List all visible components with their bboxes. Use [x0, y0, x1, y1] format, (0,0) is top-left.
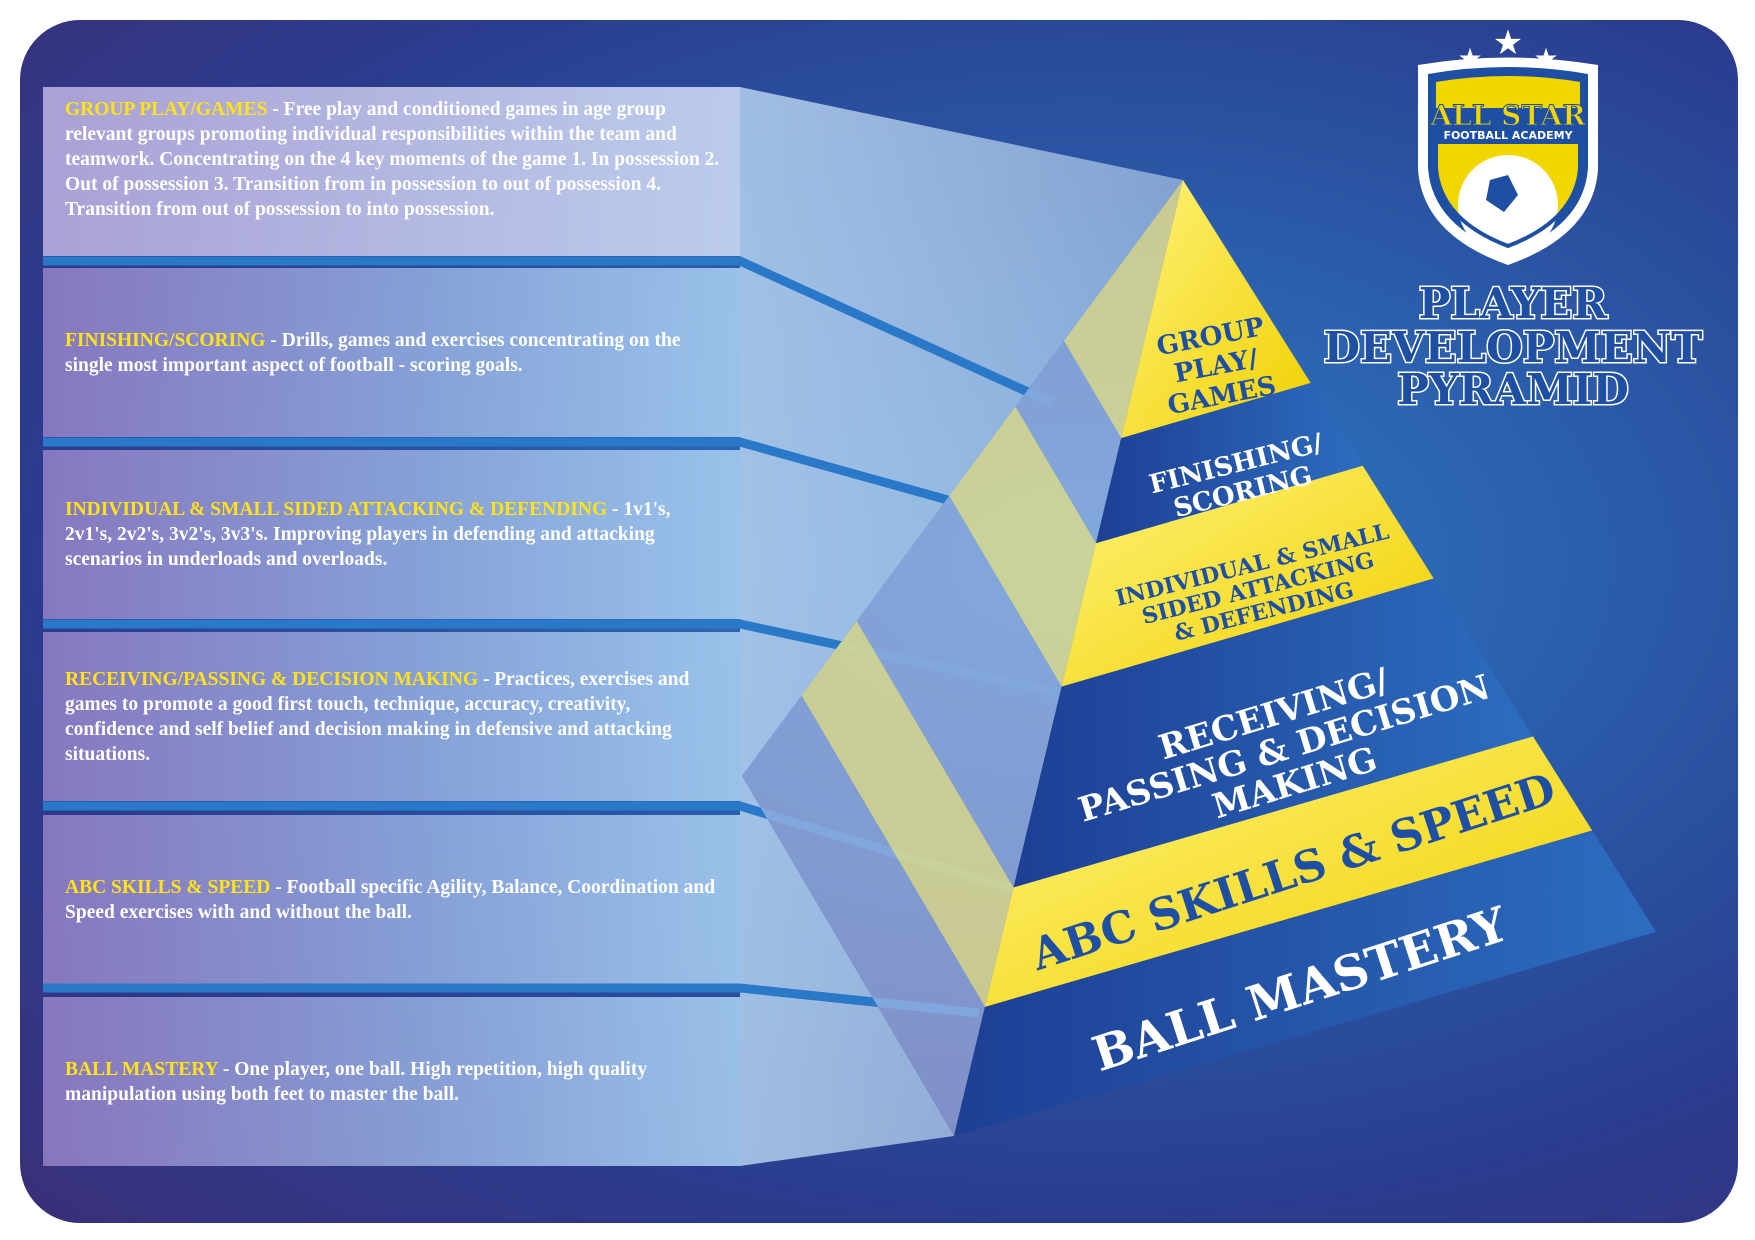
pyramid-left-face-group-play: [1063, 180, 1183, 439]
level-description: - Drills, games and exercises concentrat…: [65, 329, 681, 376]
level-description: - 1v1's, 2v1's, 2v2's, 3v2's, 3v3's. Imp…: [65, 499, 671, 570]
star-icon: ★: [1493, 25, 1523, 62]
logo-name: ALL STAR: [1429, 99, 1586, 132]
pyramid-layer-finishing: [1095, 383, 1363, 544]
level-panel-individual: INDIVIDUAL & SMALL SIDED ATTACKING & DEF…: [43, 450, 740, 619]
level-description: - Free play and conditioned games in age…: [65, 99, 720, 220]
connector-region: [740, 87, 1183, 1166]
pyramid-layer-group-play: [1121, 180, 1311, 439]
level-panel-group-play: GROUP PLAY/GAMES - Free play and conditi…: [43, 87, 740, 256]
star-icon: ★: [1457, 44, 1482, 75]
level-panel-finishing: FINISHING/SCORING - Drills, games and ex…: [43, 268, 740, 437]
pyramid-left-face-ball-mastery: [742, 695, 985, 1136]
level-heading: GROUP PLAY/GAMES: [65, 99, 268, 120]
level-heading: BALL MASTERY: [65, 1058, 219, 1080]
level-panel-abc: ABC SKILLS & SPEED - Football specific A…: [43, 815, 740, 984]
pyramid-layer-individual: [1061, 465, 1434, 687]
level-description: - Practices, exercises and games to prom…: [65, 668, 690, 765]
level-description: - One player, one ball. High repetition,…: [65, 1058, 648, 1105]
level-heading: RECEIVING/PASSING & DECISION MAKING: [65, 668, 478, 690]
level-panel-ball-mastery: BALL MASTERY - One player, one ball. Hig…: [43, 997, 740, 1166]
logo-subtitle: FOOTBALL ACADEMY: [1443, 129, 1573, 142]
svg-text:PLAYER: PLAYER: [1419, 279, 1609, 328]
level-panel-receiving: RECEIVING/PASSING & DECISION MAKING - Pr…: [43, 632, 740, 801]
pyramid: [742, 180, 1656, 1136]
level-heading: ABC SKILLS & SPEED: [65, 876, 271, 898]
pyramid-layer-abc: [984, 736, 1593, 1007]
level-heading: INDIVIDUAL & SMALL SIDED ATTACKING & DEF…: [65, 499, 608, 520]
pyramid-left-face-abc: [801, 621, 1014, 1007]
star-icon: ★: [1533, 44, 1558, 75]
level-description: - Football specific Agility, Balance, Co…: [65, 876, 716, 923]
pyramid-left-face-individual: [949, 406, 1096, 687]
pyramid-left-face-receiving: [856, 495, 1062, 888]
pyramid-layer-ball-mastery: [954, 830, 1656, 1136]
page-title: PLAYER DEVELOPMENT PYRAMID: [1322, 278, 1704, 416]
svg-text:DEVELOPMENT: DEVELOPMENT: [1324, 323, 1703, 372]
connector-line: [43, 256, 1054, 408]
pyramid-layer-receiving: [1013, 578, 1534, 888]
pyramid-left-face-finishing: [1015, 340, 1122, 544]
svg-text:PYRAMID: PYRAMID: [1397, 365, 1629, 414]
level-heading: FINISHING/SCORING: [65, 329, 266, 351]
all-star-logo: ★ ★ ★ ALL STAR FOOTBALL ACADEMY: [1418, 25, 1598, 265]
